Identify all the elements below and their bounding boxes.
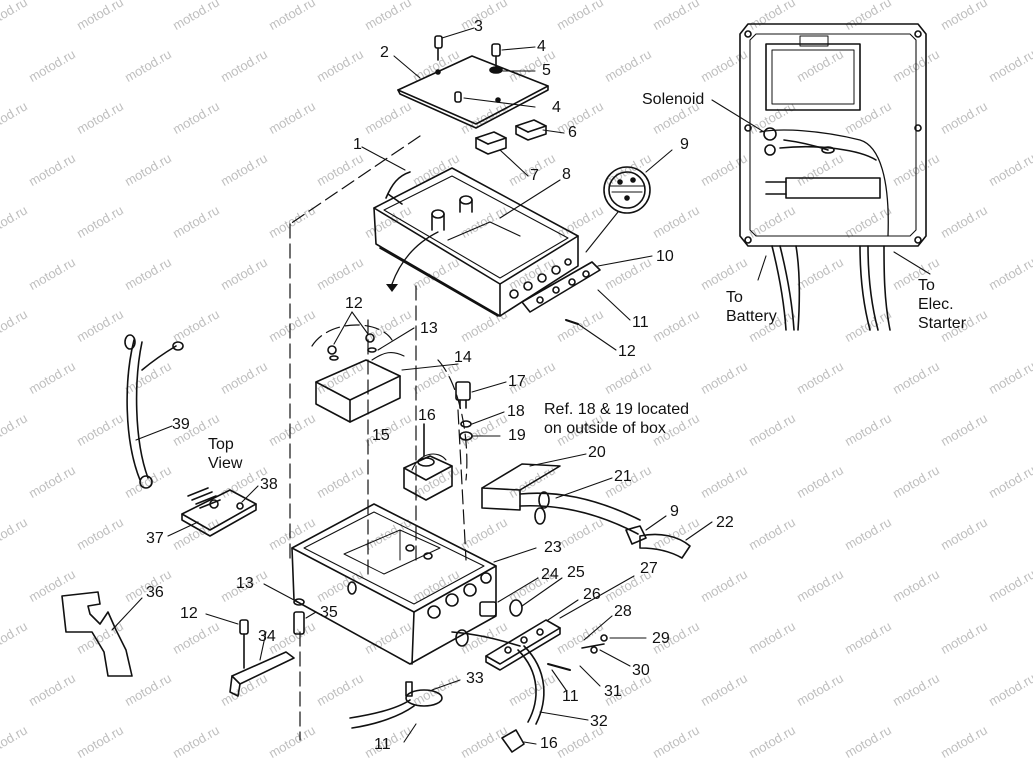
part-number-1: 1 — [353, 136, 362, 153]
part-number-6: 6 — [568, 124, 577, 141]
part-number-8: 8 — [562, 166, 571, 183]
part-number-4: 4 — [537, 38, 546, 55]
cap-16 — [501, 729, 537, 753]
cable-39 — [124, 334, 184, 489]
part-number-16: 16 — [418, 407, 436, 424]
terminal-block-37 — [167, 485, 259, 537]
part-number-34: 34 — [258, 628, 276, 645]
reference-note-line-1: Ref. 18 & 19 located — [544, 401, 689, 418]
terminal-33 — [349, 679, 461, 743]
end-plate — [485, 615, 647, 691]
reference-note-line-2: on outside of box — [544, 420, 666, 437]
part-number-37: 37 — [146, 530, 164, 547]
top-view-line-2: View — [208, 455, 243, 472]
cover-screws — [434, 35, 503, 103]
solenoid-label: Solenoid — [642, 91, 705, 108]
relay-blocks — [475, 119, 547, 155]
part-number-2: 2 — [380, 44, 389, 61]
part-number-9: 9 — [680, 136, 689, 153]
part-number-31: 31 — [604, 683, 622, 700]
cover-plate — [397, 55, 549, 129]
part-number-7: 7 — [530, 167, 539, 184]
part-number-9: 9 — [670, 503, 679, 520]
part-number-18: 18 — [507, 403, 525, 420]
part-number-29: 29 — [652, 630, 670, 647]
to-starter-line-2: Elec. — [918, 296, 954, 313]
to-starter-label: To Elec. Starter — [918, 276, 966, 333]
top-view-label: Top View — [208, 435, 242, 473]
reference-note: Ref. 18 & 19 located on outside of box — [544, 400, 689, 438]
part-number-27: 27 — [640, 560, 658, 577]
part-number-10: 10 — [656, 248, 674, 265]
gauge-9 — [585, 149, 673, 253]
part-number-33: 33 — [466, 670, 484, 687]
solenoid-15-16 — [403, 423, 453, 501]
part-number-12: 12 — [618, 343, 636, 360]
part-number-5: 5 — [542, 62, 551, 79]
part-number-4: 4 — [552, 99, 561, 116]
side-bracket-top — [521, 255, 653, 351]
part-number-19: 19 — [508, 427, 526, 444]
grommet-18-19 — [459, 411, 505, 441]
part-number-23: 23 — [544, 539, 562, 556]
top-view-line-1: Top — [208, 436, 234, 453]
control-box — [291, 503, 537, 665]
part-number-26: 26 — [583, 586, 601, 603]
part-number-21: 21 — [614, 468, 632, 485]
inset-box — [711, 23, 931, 331]
relay-17 — [455, 381, 507, 409]
part-number-17: 17 — [508, 373, 526, 390]
part-number-30: 30 — [632, 662, 650, 679]
part-number-12: 12 — [180, 605, 198, 622]
part-number-3: 3 — [474, 18, 483, 35]
part-number-16: 16 — [540, 735, 558, 752]
part-number-22: 22 — [716, 514, 734, 531]
connectors-24-26 — [451, 575, 635, 647]
part-number-20: 20 — [588, 444, 606, 461]
part-number-35: 35 — [320, 604, 338, 621]
part-number-32: 32 — [590, 713, 608, 730]
part-number-36: 36 — [146, 584, 164, 601]
harness-20-21 — [481, 453, 641, 535]
bracket-36 — [61, 591, 143, 677]
part-number-14: 14 — [454, 349, 472, 366]
part-number-15: 15 — [372, 427, 390, 444]
part-number-12: 12 — [345, 295, 363, 312]
to-battery-line-2: Battery — [726, 308, 777, 325]
part-number-39: 39 — [172, 416, 190, 433]
part-number-13: 13 — [236, 575, 254, 592]
module-screws — [327, 311, 415, 361]
part-number-11: 11 — [632, 314, 649, 331]
to-starter-line-1: To — [918, 277, 935, 294]
box-cover — [373, 167, 579, 317]
bracket-34 — [205, 583, 317, 697]
to-battery-line-1: To — [726, 289, 743, 306]
cap-22 — [625, 515, 713, 559]
part-number-28: 28 — [614, 603, 632, 620]
part-number-25: 25 — [567, 564, 585, 581]
to-battery-label: To Battery — [726, 288, 777, 326]
to-starter-line-3: Starter — [918, 315, 967, 332]
module-14 — [315, 351, 459, 423]
part-number-11: 11 — [374, 736, 391, 753]
part-number-13: 13 — [420, 320, 438, 337]
part-number-24: 24 — [541, 566, 559, 583]
part-number-11: 11 — [562, 688, 579, 705]
cable-32 — [517, 645, 589, 725]
part-number-38: 38 — [260, 476, 278, 493]
flip-arrow — [391, 231, 439, 285]
